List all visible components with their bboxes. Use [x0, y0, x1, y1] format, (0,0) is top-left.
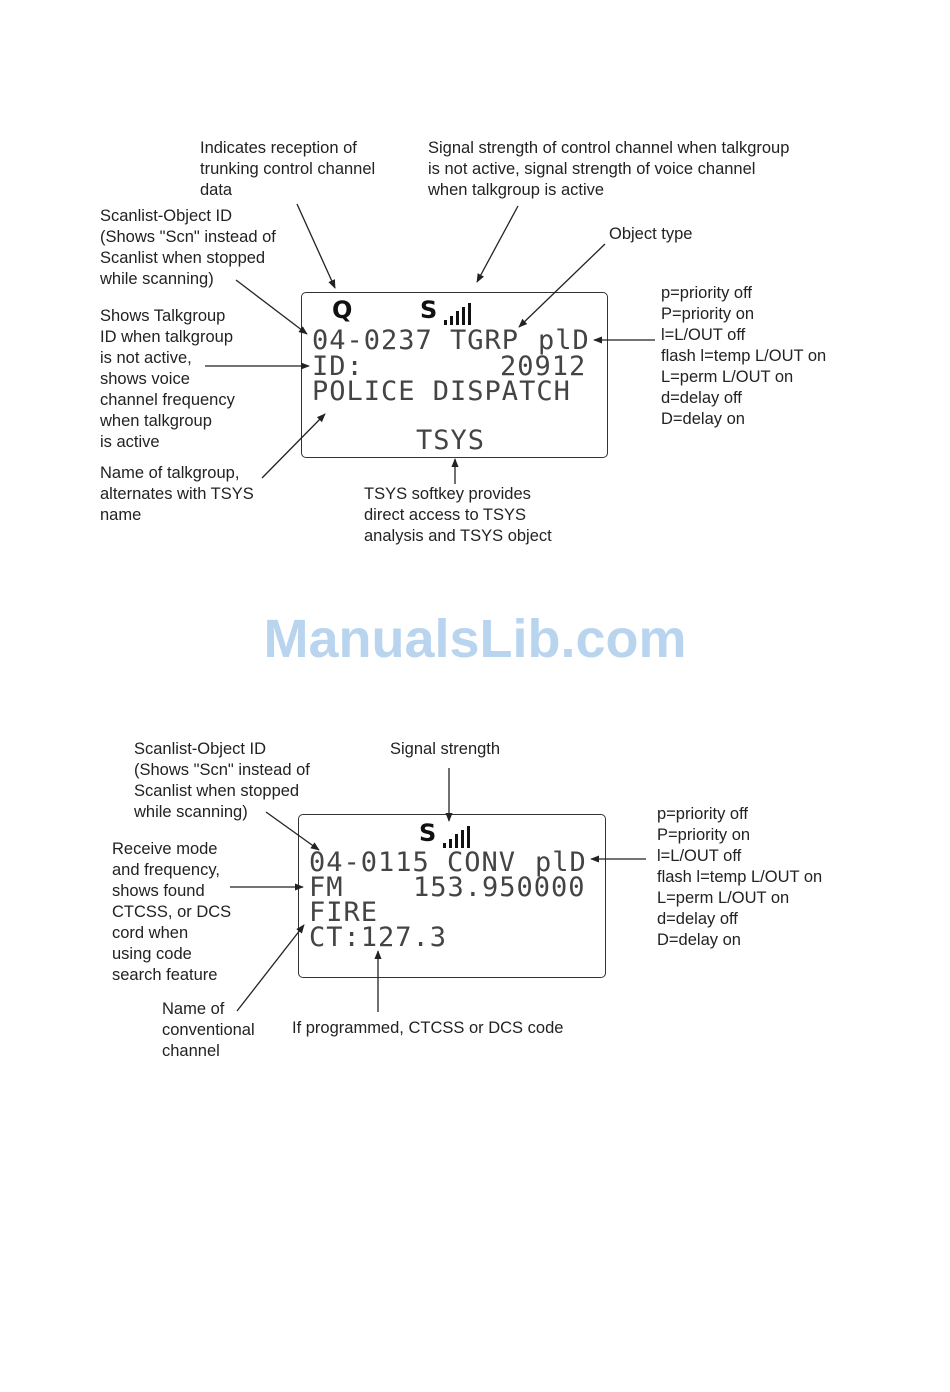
manualslib-watermark: ManualsLib.com: [263, 609, 687, 669]
arrow-scanlist-id: [235, 279, 308, 335]
arrow-scanlist-id: [265, 811, 320, 851]
arrow-talkgroup-name: [261, 413, 326, 479]
lcd-status-flags: plD: [538, 325, 590, 356]
signal-s-icon: S: [420, 296, 438, 324]
signal-strength-annotation: Signal strength: [390, 740, 501, 758]
arrow-object-type: [518, 243, 606, 328]
arrow-control-channel: [296, 203, 336, 289]
channel-name-annotation: Name of conventional channel: [162, 1000, 255, 1060]
talkgroup-name-annotation: Name of talkgroup, alternates with TSYS …: [100, 464, 254, 524]
tsys-softkey-label[interactable]: TSYS: [416, 425, 486, 456]
lcd-id-label: ID:: [312, 351, 364, 382]
trunked-lcd-screen: Q S 04-0237 TGRP plD ID: 20912 POLICE DI…: [301, 292, 608, 458]
talkgroup-id-annotation: Shows Talkgroup ID when talkgroup is not…: [100, 307, 235, 451]
lcd-status-flags: plD: [535, 847, 587, 878]
arrow-signal-strength: [476, 205, 519, 283]
receive-mode-annotation: Receive mode and frequency, shows found …: [112, 840, 232, 984]
control-channel-annotation: Indicates reception of trunking control …: [200, 139, 376, 199]
lcd-frequency: 153.950000: [413, 872, 586, 903]
lcd-id-value: 20912: [500, 351, 587, 382]
status-flags-legend: p=priority off P=priority on l=L/OUT off…: [661, 284, 827, 428]
signal-strength-annotation: Signal strength of control channel when …: [428, 139, 790, 199]
scanlist-id-annotation: Scanlist-Object ID (Shows "Scn" instead …: [134, 740, 310, 821]
lcd-line-object: 04-0237 TGRP: [312, 325, 520, 356]
signal-bars-icon: [443, 826, 475, 848]
object-type-annotation: Object type: [609, 225, 693, 243]
tsys-softkey-annotation: TSYS softkey provides direct access to T…: [364, 485, 552, 545]
conventional-lcd-screen: S 04-0115 CONV plD FM 153.950000 FIRE CT…: [298, 814, 606, 978]
scanlist-id-annotation: Scanlist-Object ID (Shows "Scn" instead …: [100, 207, 276, 288]
lcd-line-object: 04-0115 CONV: [309, 847, 517, 878]
lcd-receive-mode: FM: [309, 872, 344, 903]
signal-s-icon: S: [419, 819, 437, 847]
lcd-channel-name: FIRE: [309, 897, 379, 928]
status-flags-legend: p=priority off P=priority on l=L/OUT off…: [657, 805, 823, 949]
arrow-channel-name: [236, 924, 305, 1012]
control-channel-icon: Q: [332, 296, 353, 324]
ctcss-code-annotation: If programmed, CTCSS or DCS code: [292, 1019, 564, 1037]
lcd-talkgroup-name: POLICE DISPATCH: [312, 376, 571, 407]
signal-bars-icon: [444, 303, 476, 325]
lcd-ctcss-code: CT:127.3: [309, 922, 448, 953]
